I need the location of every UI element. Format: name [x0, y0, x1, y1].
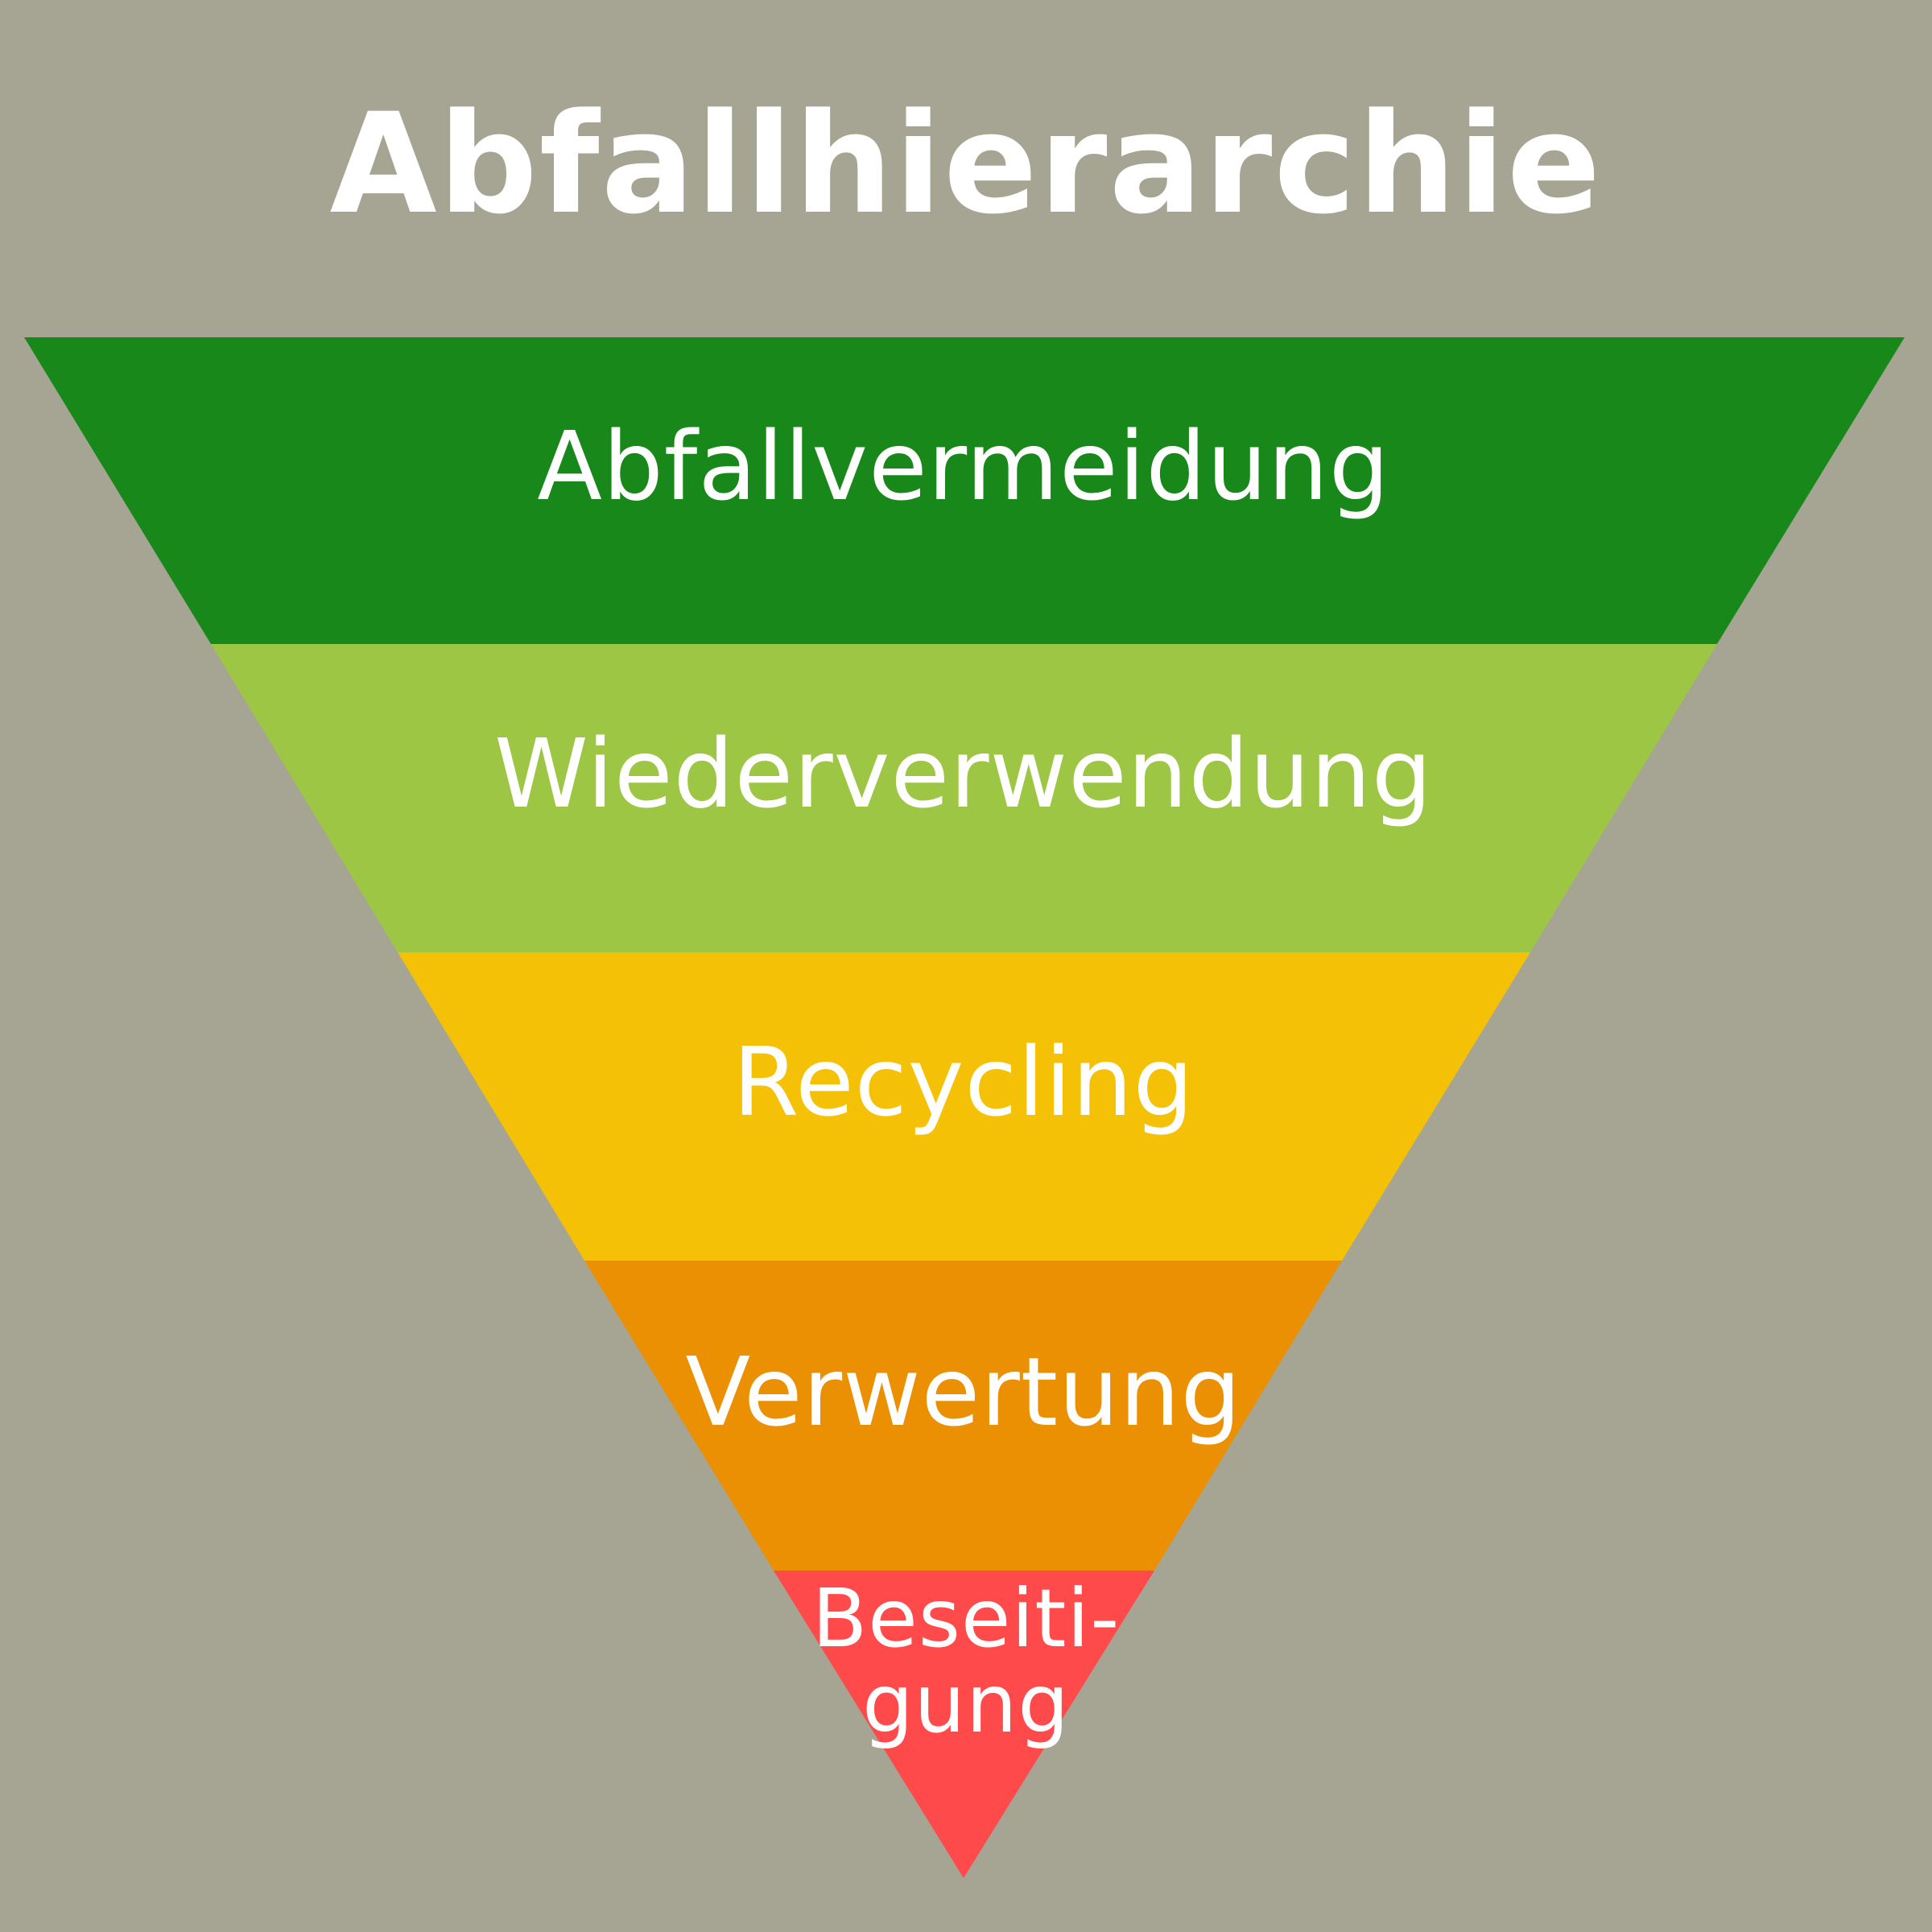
- level-5-label-line-2: gung: [862, 1657, 1070, 1751]
- level-4-band: [584, 1261, 1342, 1571]
- level-1-band: [24, 337, 1905, 644]
- level-5-band: [774, 1571, 1154, 1878]
- level-3-band: [398, 952, 1530, 1261]
- level-3-label: Recycling: [733, 1026, 1195, 1137]
- level-2-band: [211, 644, 1717, 952]
- level-4-label: Verwertung: [685, 1336, 1242, 1447]
- level-1-label: Abfallvermeidung: [537, 411, 1390, 522]
- level-5-label-line-1: Beseiti-: [811, 1571, 1121, 1666]
- diagram-title: Abfallhierarchie: [329, 83, 1603, 245]
- level-2-label: Wiederverwendung: [494, 718, 1433, 829]
